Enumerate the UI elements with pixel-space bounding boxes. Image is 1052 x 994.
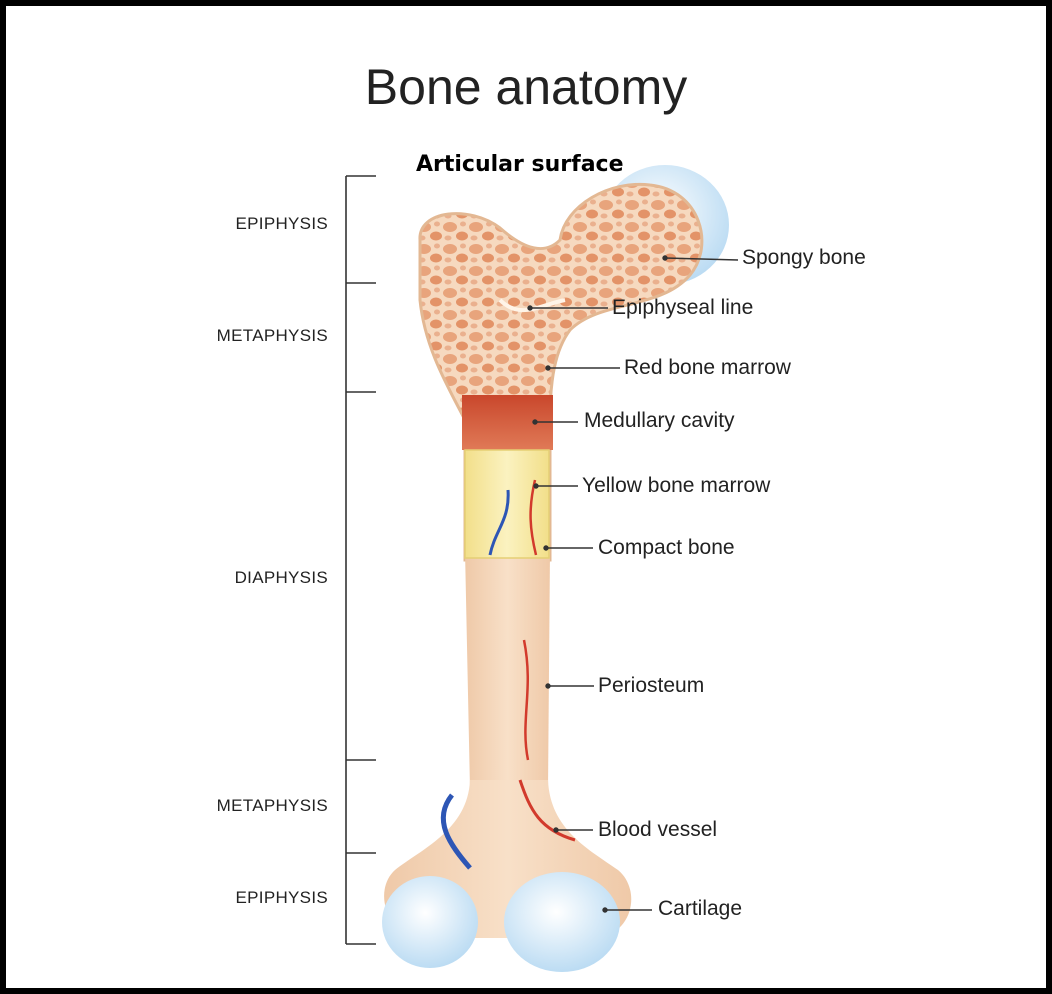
cartilage-condyle-left	[382, 876, 478, 968]
label-metaphysis-bottom: METAPHYSIS	[178, 796, 328, 816]
leader-periosteum	[546, 684, 594, 688]
label-cartilage: Cartilage	[658, 897, 742, 921]
label-epiphysis-bottom: EPIPHYSIS	[178, 888, 328, 908]
label-spongy-bone: Spongy bone	[742, 246, 866, 270]
cartilage-condyle-right	[504, 872, 620, 972]
label-periosteum: Periosteum	[598, 674, 704, 698]
label-epiphyseal-line: Epiphyseal line	[612, 296, 753, 320]
leader-red-bone-marrow	[546, 366, 620, 370]
label-red-bone-marrow: Red bone marrow	[624, 356, 791, 380]
region-bracket	[346, 176, 376, 944]
label-epiphysis-top: EPIPHYSIS	[178, 214, 328, 234]
bone-shaft-shape	[465, 550, 550, 790]
label-metaphysis-top: METAPHYSIS	[178, 326, 328, 346]
label-compact-bone: Compact bone	[598, 536, 735, 560]
label-medullary-cavity: Medullary cavity	[584, 409, 735, 433]
label-yellow-bone-marrow: Yellow bone marrow	[582, 474, 770, 498]
label-diaphysis: DIAPHYSIS	[178, 568, 328, 588]
label-blood-vessel: Blood vessel	[598, 818, 717, 842]
